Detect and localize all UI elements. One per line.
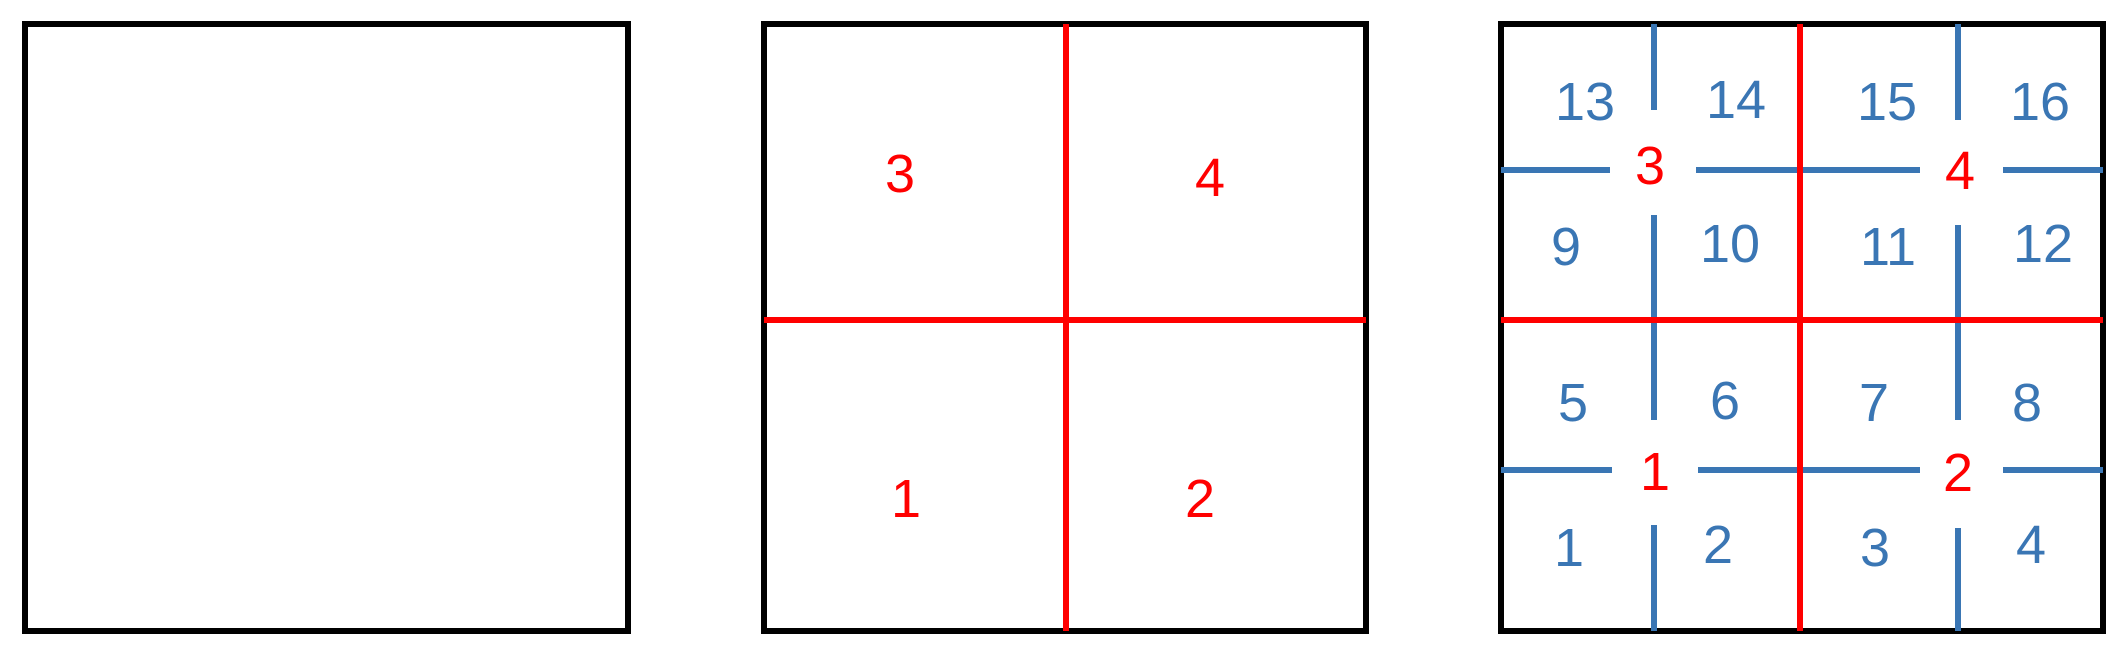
panel-2: 3 4 1 2 (761, 21, 1369, 634)
panel-3-blue-label: 7 (1859, 373, 1889, 433)
panel-3-red-label: 4 (1945, 141, 1975, 201)
panel-1-frame (22, 21, 631, 634)
panel-2-red-label: 3 (885, 144, 915, 204)
panel-3-blue-label: 13 (1555, 72, 1615, 132)
panel-3-blue-label: 10 (1700, 214, 1760, 274)
panel-3-blue-label: 4 (2016, 515, 2046, 575)
panel-3-blue-label: 15 (1857, 72, 1917, 132)
panel-3-blue-label: 3 (1860, 518, 1890, 578)
panel-3-blue-label: 16 (2010, 72, 2070, 132)
panel-3-blue-label: 2 (1703, 515, 1733, 575)
panel-3: 3 4 1 2 13 14 15 16 9 10 11 12 5 6 7 8 1… (1498, 21, 2106, 634)
panel-3-red-label: 1 (1640, 442, 1670, 502)
panel-1 (22, 21, 631, 634)
panel-3-blue-label: 11 (1860, 217, 1916, 277)
panel-3-blue-label: 12 (2013, 214, 2073, 274)
panel-3-blue-label: 9 (1551, 217, 1581, 277)
panel-3-blue-label: 5 (1558, 373, 1588, 433)
panel-3-blue-label: 8 (2012, 373, 2042, 433)
panel-3-blue-label: 6 (1710, 371, 1740, 431)
panel-3-blue-label: 14 (1706, 70, 1766, 130)
panel-2-red-label: 2 (1185, 469, 1215, 529)
panel-3-blue-label: 1 (1554, 518, 1584, 578)
panel-2-red-label: 4 (1195, 148, 1225, 208)
panel-2-red-label: 1 (891, 469, 921, 529)
panel-3-red-label: 2 (1943, 443, 1973, 503)
panel-3-red-label: 3 (1635, 136, 1665, 196)
